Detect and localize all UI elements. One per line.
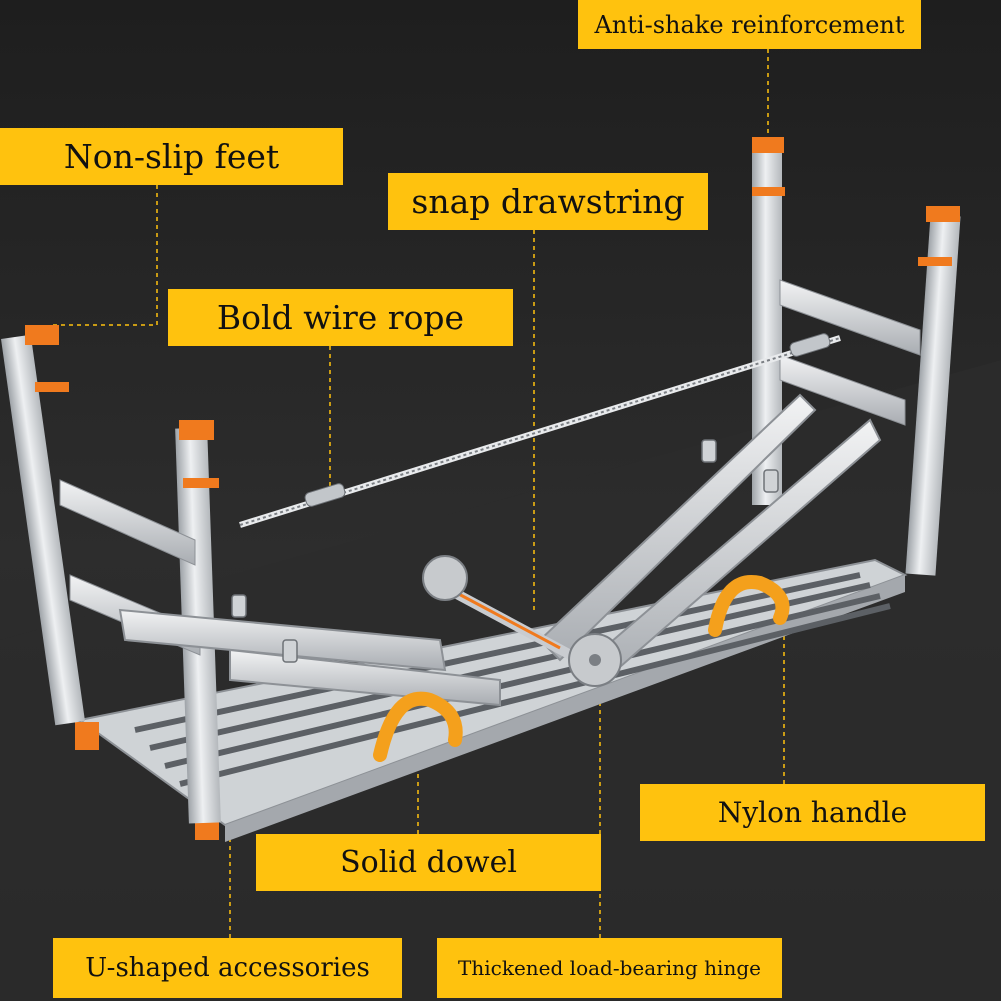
- label-thickened-load-bearing-hinge: Thickened load-bearing hinge: [437, 938, 782, 998]
- snap-clip: [231, 439, 779, 663]
- label-solid-dowel: Solid dowel: [256, 834, 601, 891]
- label-u-shaped-accessories: U-shaped accessories: [53, 938, 402, 998]
- foot-cap: [179, 420, 214, 440]
- label-anti-shake-reinforcement: Anti-shake reinforcement: [578, 0, 921, 49]
- label-snap-drawstring: snap drawstring: [388, 173, 708, 230]
- label-non-slip-feet: Non-slip feet: [0, 128, 343, 185]
- foot-cap: [752, 137, 784, 153]
- foot-cap: [926, 206, 960, 222]
- foot-cap: [75, 722, 99, 750]
- label-bold-wire-rope: Bold wire rope: [168, 289, 513, 346]
- foot-cap: [25, 325, 59, 345]
- hinge: [422, 555, 622, 687]
- right-leg-frame: [752, 137, 961, 576]
- wire-rope: [239, 333, 841, 528]
- nylon-handle: [373, 575, 790, 762]
- folding-braces: [118, 393, 882, 707]
- label-nylon-handle: Nylon handle: [640, 784, 985, 841]
